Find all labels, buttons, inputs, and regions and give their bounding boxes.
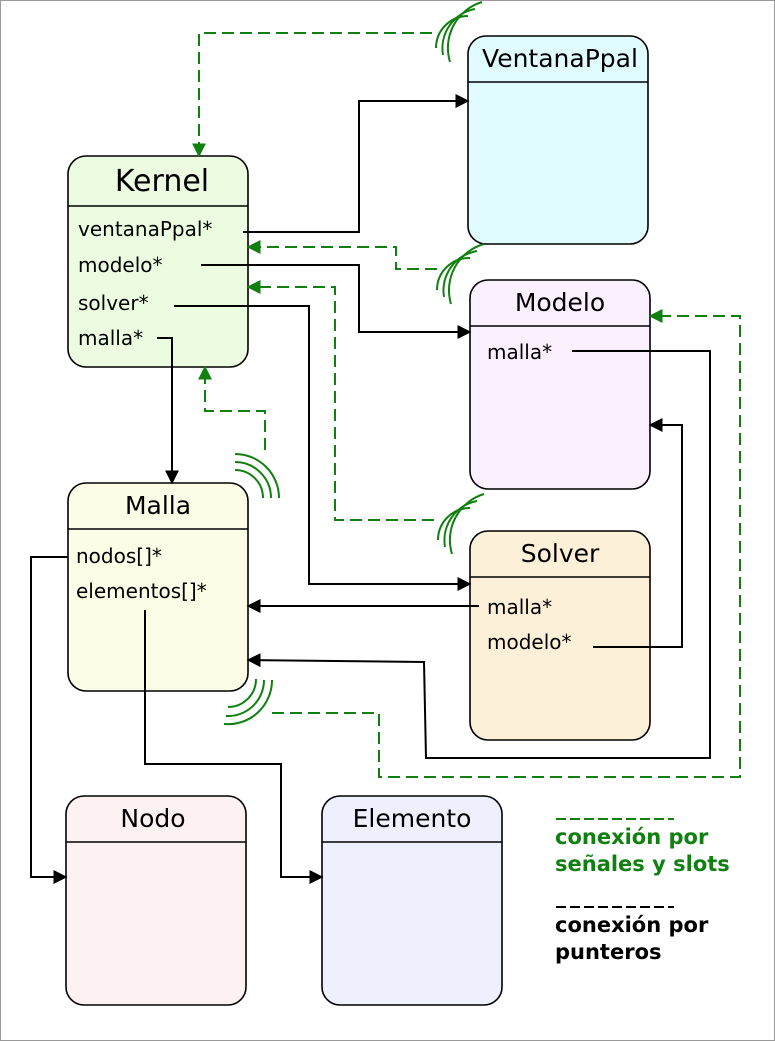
- malla-field-elementos: elementos[]*: [76, 579, 207, 603]
- ptr-kernel-ventana: [243, 94, 470, 233]
- ptr-malla-elementos: [144, 610, 324, 884]
- solver-field-modelo: modelo*: [487, 630, 572, 654]
- ventana-class: VentanaPpal: [467, 35, 649, 245]
- kernel-class: Kernel ventanaPpal* modelo* solver* mall…: [67, 155, 249, 368]
- modelo-signal-wave-icon: [436, 243, 485, 305]
- elemento-title: Elemento: [353, 804, 472, 833]
- sig-malla-modelo: [272, 309, 741, 778]
- kernel-field-malla: malla*: [78, 326, 143, 350]
- kernel-field-modelo: modelo*: [78, 253, 163, 277]
- elemento-class: Elemento: [321, 795, 503, 1006]
- legend: conexión por señales y slots conexión po…: [555, 818, 730, 964]
- ptr-solver-modelo: [593, 418, 683, 648]
- kernel-field-solver: solver*: [78, 291, 149, 315]
- sig-malla-kernel: [198, 365, 266, 450]
- ptr-malla-nodos: [30, 556, 68, 884]
- ventana-title: VentanaPpal: [482, 44, 638, 73]
- kernel-field-ventana: ventanaPpal*: [78, 217, 212, 241]
- modelo-class: Modelo malla*: [469, 279, 651, 490]
- legend-signal-text-1: conexión por: [555, 825, 709, 849]
- modelo-field-malla: malla*: [487, 340, 552, 364]
- solver-signal-wave-icon: [437, 493, 485, 555]
- solver-class: Solver malla* modelo*: [469, 530, 651, 741]
- kernel-title: Kernel: [115, 164, 209, 199]
- ptr-kernel-solver: [174, 305, 472, 591]
- modelo-title: Modelo: [515, 288, 605, 317]
- sig-modelo-kernel: [246, 240, 437, 270]
- malla-class: Malla nodos[]* elementos[]*: [67, 482, 249, 692]
- solver-field-malla: malla*: [487, 595, 552, 619]
- nodo-title: Nodo: [120, 804, 185, 833]
- ptr-kernel-malla: [157, 337, 179, 485]
- solver-title: Solver: [521, 539, 600, 568]
- malla-bottom-signal-wave-icon: [223, 678, 274, 726]
- malla-title: Malla: [125, 491, 191, 520]
- sig-ventana-kernel: [192, 32, 432, 158]
- pointer-connections: [30, 94, 711, 884]
- sig-solver-kernel: [246, 280, 434, 521]
- ventana-signal-wave-icon: [435, 1, 483, 63]
- malla-top-signal-wave-icon: [234, 453, 280, 499]
- legend-pointer-text-1: conexión por: [555, 913, 709, 937]
- ptr-kernel-modelo: [201, 264, 472, 339]
- malla-field-nodos: nodos[]*: [76, 544, 162, 568]
- ptr-modelo-malla: [246, 350, 711, 759]
- nodo-class: Nodo: [65, 795, 247, 1006]
- signal-wave-icons: [223, 1, 485, 726]
- legend-pointer-text-2: punteros: [555, 940, 662, 964]
- legend-signal-text-2: señales y slots: [555, 852, 730, 876]
- signal-connections: [192, 32, 741, 778]
